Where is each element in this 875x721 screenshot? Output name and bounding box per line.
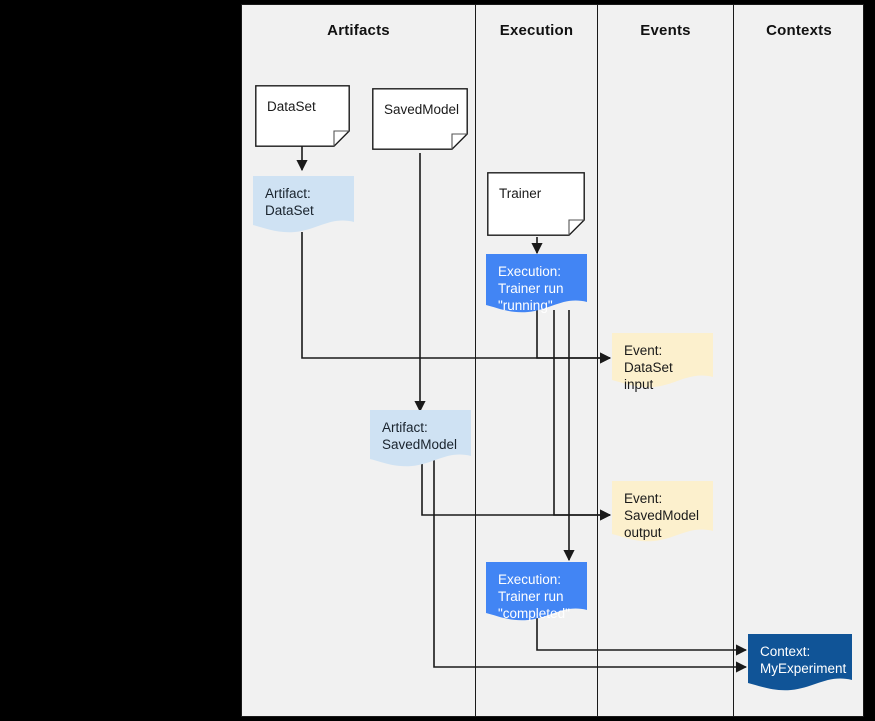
node-execution-completed[interactable]: Execution: Trainer run "completed": [486, 562, 587, 622]
node-artifact-dataset[interactable]: Artifact: DataSet: [253, 176, 354, 234]
document-shape-icon: [372, 88, 468, 150]
node-label: Event: DataSet input: [624, 343, 673, 392]
note-shape-icon: [486, 562, 587, 621]
column-divider-artifacts-execution: [475, 5, 476, 716]
node-artifact-savedmodel[interactable]: Artifact: SavedModel: [370, 410, 471, 468]
node-execution-running[interactable]: Execution: Trainer run "running": [486, 254, 587, 314]
note-shape-icon: [612, 333, 713, 388]
node-event-savedmodel-output[interactable]: Event: SavedModel output: [612, 481, 713, 543]
note-shape-icon: [486, 254, 587, 313]
node-trainer-type[interactable]: Trainer: [487, 172, 585, 236]
column-header-events: Events: [640, 22, 691, 39]
note-shape-icon: [748, 634, 852, 691]
node-label: Execution: Trainer run "completed": [498, 572, 570, 621]
note-shape-icon: [370, 410, 471, 467]
node-context-myexperiment[interactable]: Context: MyExperiment: [748, 634, 852, 692]
document-shape-icon: [255, 85, 350, 147]
node-dataset-type[interactable]: DataSet: [255, 85, 350, 147]
node-label: Execution: Trainer run "running": [498, 264, 564, 313]
column-header-artifacts: Artifacts: [327, 22, 390, 39]
column-divider-events-contexts: [733, 5, 734, 716]
column-header-contexts: Contexts: [766, 22, 832, 39]
node-event-dataset-input[interactable]: Event: DataSet input: [612, 333, 713, 392]
node-label: Context: MyExperiment: [760, 644, 847, 676]
column-divider-execution-events: [597, 5, 598, 716]
node-label: Artifact: SavedModel: [382, 420, 458, 452]
node-savedmodel-type[interactable]: SavedModel: [372, 88, 468, 150]
note-shape-icon: [612, 481, 713, 542]
document-shape-icon: [487, 172, 585, 236]
node-label: Artifact: DataSet: [265, 186, 314, 218]
node-label: SavedModel: [384, 102, 460, 117]
node-label: Trainer: [499, 186, 542, 201]
node-label: DataSet: [267, 99, 316, 114]
column-header-execution: Execution: [499, 22, 574, 39]
node-label: Event: SavedModel output: [624, 491, 700, 540]
note-shape-icon: [253, 176, 354, 233]
